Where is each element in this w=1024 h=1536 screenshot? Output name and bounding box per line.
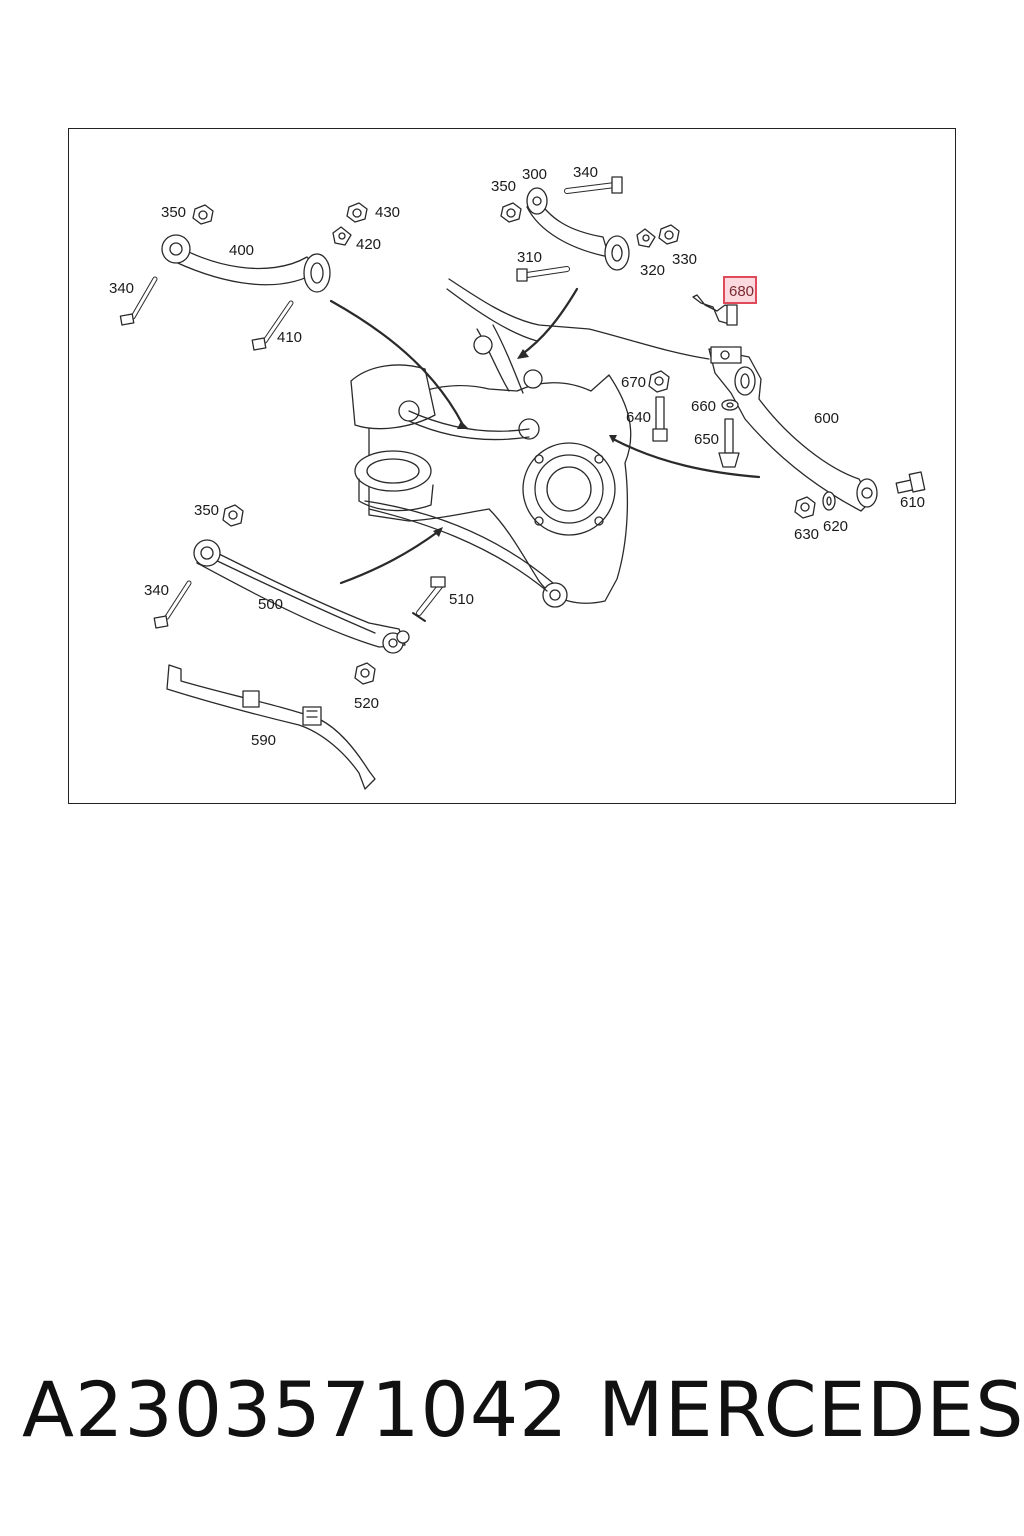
arrow-arm-500: [339, 529, 441, 585]
nut-350-top: [500, 202, 522, 223]
callout-300: 300: [522, 166, 548, 183]
callout-340-lower: 340: [144, 582, 170, 599]
nut-630: [794, 496, 816, 519]
nut-330: [658, 224, 680, 245]
callout-670: 670: [621, 374, 647, 391]
bolt-640: [652, 396, 668, 442]
callout-660: 660: [691, 398, 717, 415]
bolt-650: [718, 418, 740, 468]
nut-350-top-left: [192, 204, 214, 225]
bolt-340-lower: [153, 580, 192, 629]
leader-arrows: [329, 287, 761, 585]
bolt-340-left: [119, 276, 158, 326]
control-arm-300: [526, 187, 630, 271]
bolt-610: [895, 471, 926, 494]
callout-340-top: 340: [573, 164, 599, 181]
nut-430: [346, 202, 368, 223]
callout-430: 430: [375, 204, 401, 221]
callout-620: 620: [823, 518, 849, 535]
nut-670: [648, 370, 670, 393]
callout-680-highlighted[interactable]: 680: [723, 276, 758, 304]
washer-660: [721, 399, 739, 411]
control-arm-600: [708, 346, 878, 512]
suspension-exploded-view: [119, 176, 926, 790]
callout-350-top-left: 350: [161, 204, 187, 221]
control-arm-400: [161, 234, 331, 293]
callout-340-left: 340: [109, 280, 135, 297]
bolt-510: [412, 576, 446, 622]
callout-330: 330: [672, 251, 698, 268]
callout-400: 400: [229, 242, 255, 259]
caption: A2303571042 MERCEDES: [0, 1372, 1024, 1472]
callout-630: 630: [794, 526, 820, 543]
arrow-arm-300: [519, 287, 579, 357]
callout-410: 410: [277, 329, 303, 346]
callout-500: 500: [258, 596, 284, 613]
callout-350-top: 350: [491, 178, 517, 195]
callout-320: 320: [640, 262, 666, 279]
callout-600: 600: [814, 410, 840, 427]
callout-610: 610: [900, 494, 926, 511]
control-arm-500: [193, 539, 410, 654]
wheel-carrier: [350, 278, 710, 608]
arrow-arm-400: [329, 299, 465, 427]
callout-590: 590: [251, 732, 277, 749]
part-number: A2303571042: [22, 1365, 569, 1454]
nut-350-lower: [222, 504, 244, 527]
nut-520: [354, 662, 376, 685]
callout-420: 420: [356, 236, 382, 253]
bolt-340-top: [564, 176, 623, 194]
washer-320: [636, 228, 656, 248]
callout-310: 310: [517, 249, 543, 266]
brand-name: MERCEDES: [598, 1365, 1024, 1454]
bolt-410: [251, 300, 294, 351]
bracket-680: [692, 294, 738, 326]
washer-620: [822, 491, 836, 511]
cover-590: [166, 664, 376, 790]
callout-520: 520: [354, 695, 380, 712]
callout-640: 640: [626, 409, 652, 426]
washer-420: [332, 226, 352, 246]
bolt-310: [516, 266, 570, 282]
arrow-arm-600: [611, 437, 761, 479]
parts-diagram-frame: 350 400 340 410 430 420 350 300 340 310 …: [68, 128, 956, 804]
callout-510: 510: [449, 591, 475, 608]
callout-650: 650: [694, 431, 720, 448]
callout-350-lower: 350: [194, 502, 220, 519]
